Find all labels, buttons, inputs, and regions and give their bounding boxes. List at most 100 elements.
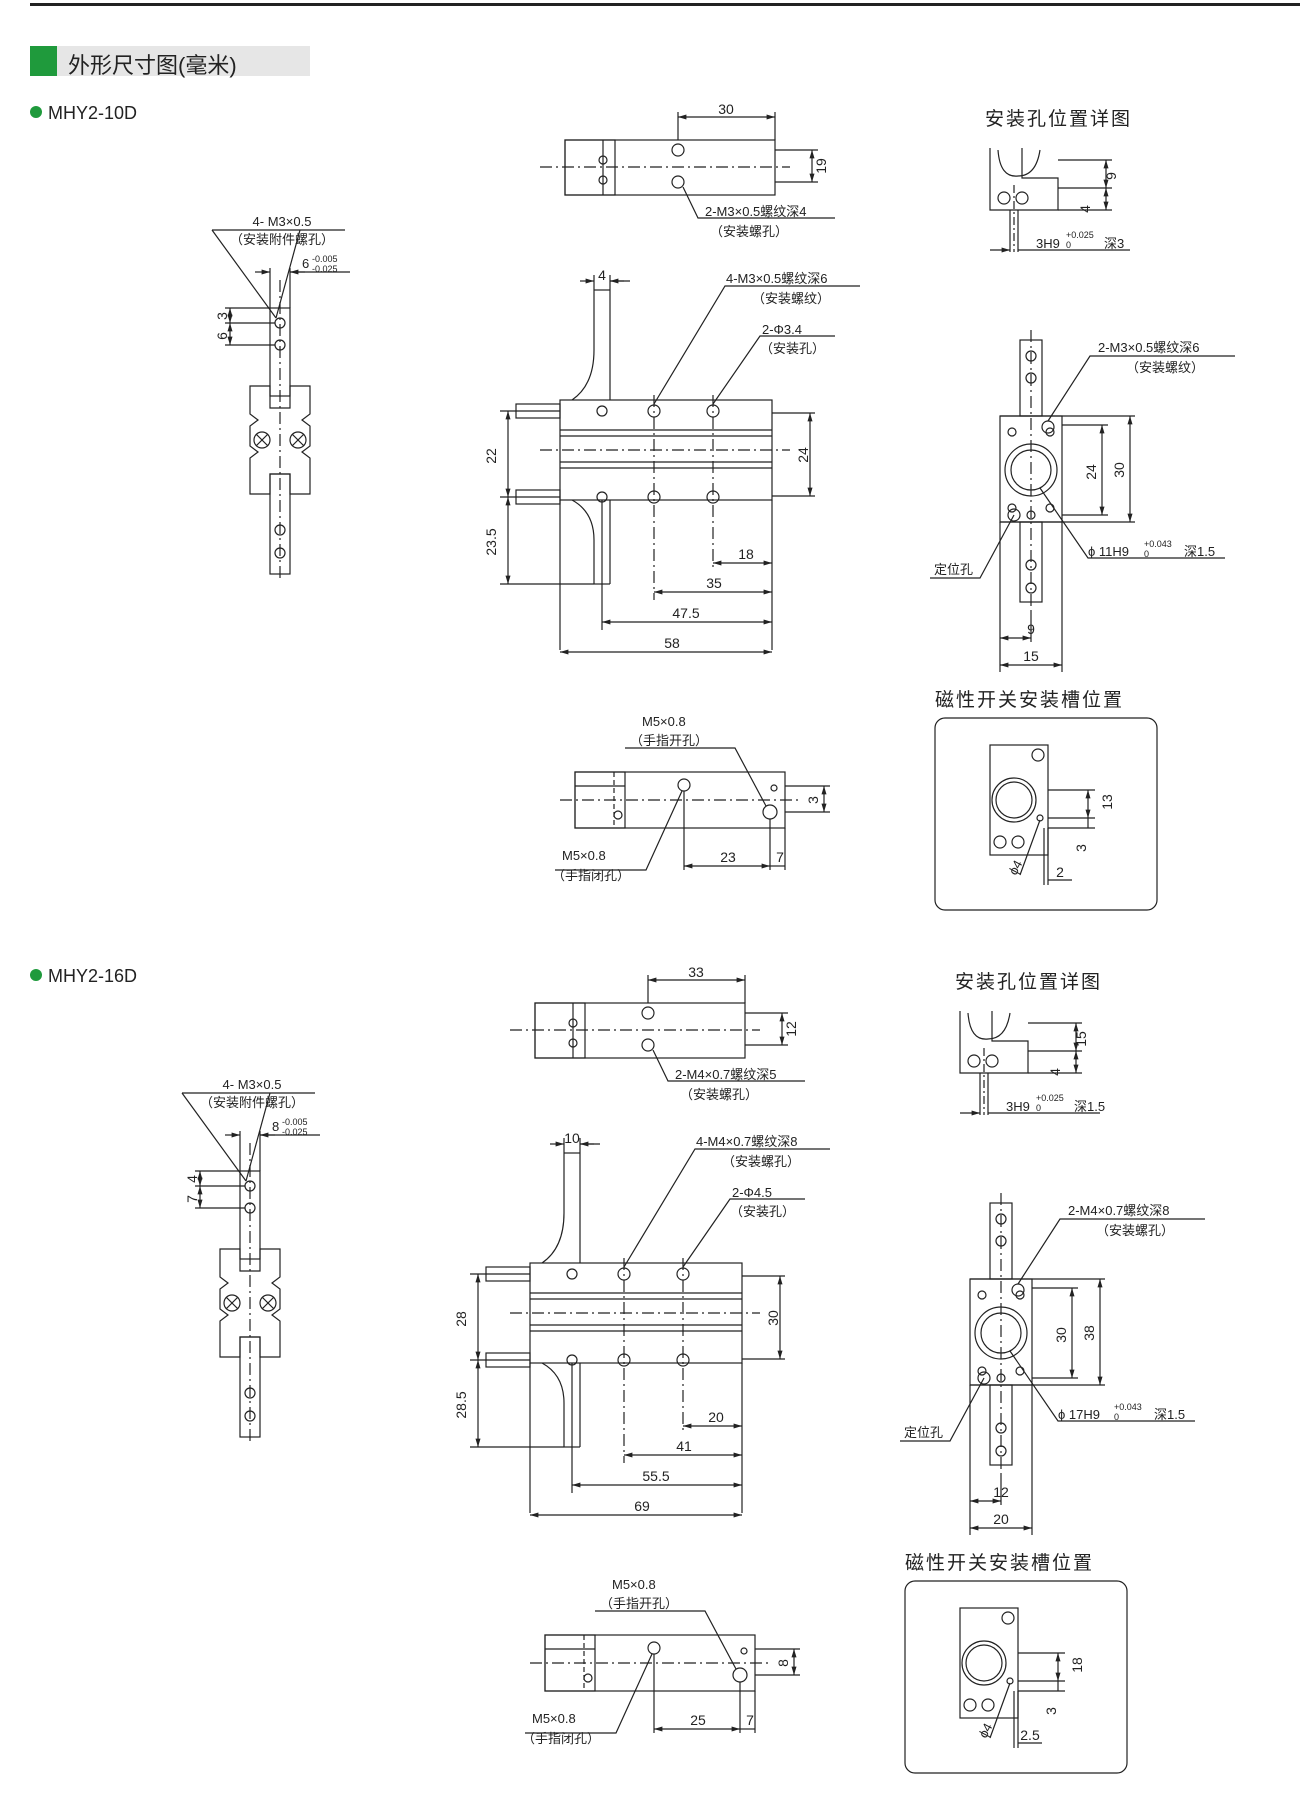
callout-slot-dia: ϕ4 xyxy=(975,1721,995,1741)
dim-bore-b: 38 xyxy=(1081,1325,1097,1341)
dim-bore-a: 30 xyxy=(1053,1327,1069,1343)
dim-port-c: 7 xyxy=(746,1712,754,1728)
front-view xyxy=(500,275,860,655)
dim-front-finger: 4 xyxy=(598,267,606,283)
side-view xyxy=(181,1092,320,1443)
callout-close-port: M5×0.8 xyxy=(532,1711,576,1726)
callout-close-port: M5×0.8 xyxy=(562,848,606,863)
callout-bore-depth: 深1.5 xyxy=(1184,544,1215,559)
dim-front-upper: 28 xyxy=(453,1311,469,1327)
dim-front-b: 35 xyxy=(706,575,722,591)
top-rule xyxy=(30,3,1300,6)
callout-open-note: （手指开孔） xyxy=(630,733,708,748)
dim-bore-d: 20 xyxy=(993,1511,1009,1527)
dim-front-lower: 28.5 xyxy=(453,1391,469,1418)
model-drawing-set-1: 30 19 2-M3×0.5螺纹深4 （安装螺孔） xyxy=(211,101,1235,911)
green-dot-icon xyxy=(30,106,42,118)
dim-front-a: 20 xyxy=(708,1409,724,1425)
callout-front-screw: 4-M3×0.5螺纹深6 xyxy=(726,271,828,286)
pin-tol-low: 0 xyxy=(1066,240,1071,250)
dim-slot-c: 2 xyxy=(1056,864,1064,880)
callout-side-screw: 2-M3×0.5螺纹深6 xyxy=(1098,340,1200,355)
dim-side-b: 7 xyxy=(184,1195,200,1203)
dim-front-finger: 10 xyxy=(564,1130,580,1146)
detail-title: 安装孔位置详图 xyxy=(985,108,1132,130)
detail-title: 安装孔位置详图 xyxy=(955,971,1102,993)
model-drawing-set-2: 33 12 2-M4×0.7螺纹深5 （安装螺孔） xyxy=(181,964,1205,1774)
tol-upper: -0.005 xyxy=(282,1117,308,1127)
mount-detail-view xyxy=(959,1011,1100,1116)
dim-bore-c: 12 xyxy=(993,1484,1009,1500)
bore-side-view xyxy=(930,330,1235,672)
dim-front-height: 24 xyxy=(795,447,811,463)
dim-top-length: 30 xyxy=(718,101,734,117)
dim-front-total: 69 xyxy=(634,1498,650,1514)
callout-front-hole: 2-Φ3.4 xyxy=(762,322,802,337)
callout-pin-depth: 深3 xyxy=(1104,236,1124,251)
dim-front-c: 47.5 xyxy=(672,605,699,621)
dim-front-total: 58 xyxy=(664,635,680,651)
dim-slot-b: 3 xyxy=(1043,1707,1059,1715)
dim-front-c: 55.5 xyxy=(642,1468,669,1484)
callout-bore-depth: 深1.5 xyxy=(1154,1407,1185,1422)
dim-port-b: 23 xyxy=(720,849,736,865)
dim-side-b: 6 xyxy=(214,332,230,340)
callout-side-screw-note: （安装螺纹） xyxy=(1126,360,1204,375)
green-square-icon xyxy=(30,46,57,76)
dim-side-a: 4 xyxy=(184,1175,200,1183)
callout-bore: ϕ 17H9 xyxy=(1058,1407,1100,1422)
dim-top-height: 12 xyxy=(783,1021,799,1037)
switch-slot-view xyxy=(904,1580,1128,1774)
dim-front-height: 30 xyxy=(765,1310,781,1326)
callout-locating: 定位孔 xyxy=(934,562,973,577)
callout-attach-tol: 6 xyxy=(302,256,309,271)
callout-attach-tol: 8 xyxy=(272,1119,279,1134)
callout-front-hole: 2-Φ4.5 xyxy=(732,1185,772,1200)
dim-front-b: 41 xyxy=(676,1438,692,1454)
side-view xyxy=(211,229,350,580)
pin-tol-up: +0.025 xyxy=(1036,1093,1064,1103)
callout-pin: 3H9 xyxy=(1006,1099,1030,1114)
model-label-2: MHY2-16D xyxy=(30,966,137,987)
dim-side-a: 3 xyxy=(214,312,230,320)
dim-front-lower: 23.5 xyxy=(483,528,499,555)
pin-tol-low: 0 xyxy=(1036,1103,1041,1113)
dim-bore-b: 30 xyxy=(1111,462,1127,478)
callout-front-screw-note: （安装螺纹） xyxy=(752,291,830,306)
dim-bore-a: 24 xyxy=(1083,464,1099,480)
callout-top-screw-note: （安装螺孔） xyxy=(710,224,788,239)
callout-attach-screw: 4- M3×0.5 xyxy=(223,1077,282,1092)
callout-top-screw-note: （安装螺孔） xyxy=(680,1087,758,1102)
callout-side-screw-note: （安装螺孔） xyxy=(1096,1223,1174,1238)
callout-pin: 3H9 xyxy=(1036,236,1060,251)
dim-bore-d: 15 xyxy=(1023,648,1039,664)
callout-attach-screw-note: （安装附件螺孔） xyxy=(230,232,334,247)
callout-close-note: （手指闭孔） xyxy=(552,868,630,883)
front-view xyxy=(470,1138,830,1518)
dim-bore-c: 9 xyxy=(1027,621,1035,637)
dim-slot-a: 13 xyxy=(1099,794,1115,810)
switch-title: 磁性开关安装槽位置 xyxy=(905,1552,1094,1574)
callout-top-screw: 2-M4×0.7螺纹深5 xyxy=(675,1067,777,1082)
callout-side-screw: 2-M4×0.7螺纹深8 xyxy=(1068,1203,1170,1218)
mount-detail-view xyxy=(989,148,1130,253)
callout-locating: 定位孔 xyxy=(904,1425,943,1440)
dim-port-a: 8 xyxy=(775,1659,791,1667)
model-name: MHY2-16D xyxy=(48,966,138,986)
dim-top-height: 19 xyxy=(813,158,829,174)
dim-front-upper: 22 xyxy=(483,448,499,464)
tol-lower: -0.025 xyxy=(282,1127,308,1137)
dim-top-length: 33 xyxy=(688,964,704,980)
callout-front-hole-note: （安装孔） xyxy=(730,1204,795,1219)
dim-detail-a: 9 xyxy=(1103,172,1119,180)
dim-detail-b: 4 xyxy=(1077,205,1093,213)
callout-pin-depth: 深1.5 xyxy=(1074,1099,1105,1114)
bore-tol-up: +0.043 xyxy=(1114,1402,1142,1412)
model-label-1: MHY2-10D xyxy=(30,103,137,124)
dim-slot-a: 18 xyxy=(1069,1657,1085,1673)
callout-attach-screw-note: （安装附件螺孔） xyxy=(200,1095,304,1110)
dim-port-c: 7 xyxy=(776,849,784,865)
callout-open-note: （手指开孔） xyxy=(600,1596,678,1611)
callout-close-note: （手指闭孔） xyxy=(522,1731,600,1746)
